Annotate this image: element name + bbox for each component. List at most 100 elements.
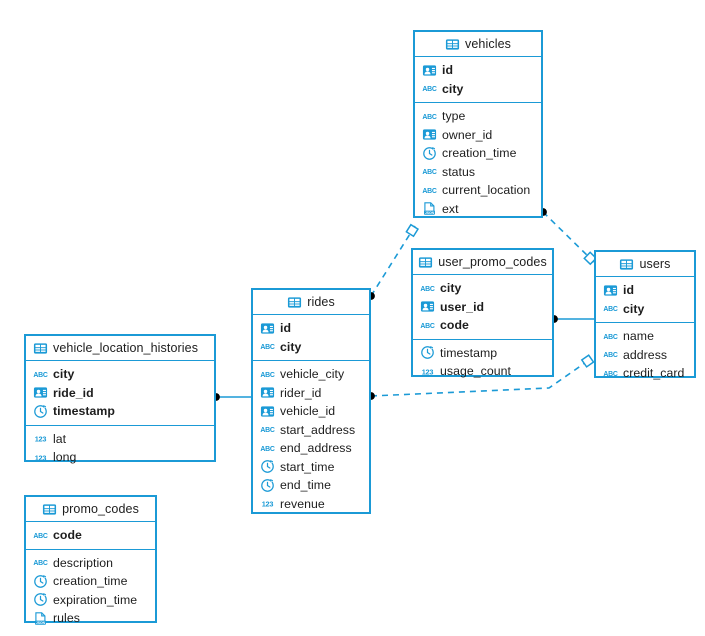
field-label: id — [280, 321, 292, 336]
field-label: city — [442, 81, 464, 96]
123-number-icon: 123 — [35, 453, 47, 462]
field-row-vehicles-current_location[interactable]: ABC current_location — [415, 181, 541, 200]
123-number-icon: 123 — [422, 367, 434, 376]
field-label: type — [442, 109, 466, 124]
field-row-user_promo_codes-user_id[interactable]: user_id — [413, 298, 552, 317]
field-label: user_id — [440, 299, 485, 314]
field-row-rides-rider_id[interactable]: rider_id — [253, 384, 369, 403]
table-grid-icon — [288, 296, 302, 308]
table-header-user_promo_codes[interactable]: user_promo_codes — [413, 250, 552, 275]
field-row-vehicles-type[interactable]: ABC type — [415, 107, 541, 126]
field-row-vehicles-id[interactable]: id — [415, 61, 541, 80]
field-row-vehicle_location_histories-ride_id[interactable]: ride_id — [26, 384, 214, 403]
svg-text:ABC: ABC — [603, 334, 617, 341]
field-label: city — [623, 301, 645, 316]
edge-target-square-marker — [580, 354, 595, 368]
field-row-promo_codes-expiration_time[interactable]: expiration_time — [26, 591, 155, 610]
table-header-vehicle_location_histories[interactable]: vehicle_location_histories — [26, 336, 214, 361]
field-row-rides-end_time[interactable]: end_time — [253, 476, 369, 495]
field-label: id — [442, 63, 454, 78]
field-row-vehicle_location_histories-timestamp[interactable]: timestamp — [26, 402, 214, 421]
relationship-user_promo_codes-to-users[interactable] — [550, 315, 594, 323]
table-header-vehicles[interactable]: vehicles — [415, 32, 541, 57]
abc-string-icon: ABC — [260, 372, 275, 379]
field-row-rides-start_time[interactable]: start_time — [253, 458, 369, 477]
svg-text:ABC: ABC — [603, 306, 617, 313]
table-header-users[interactable]: users — [596, 252, 694, 277]
clock-icon — [34, 404, 47, 418]
field-row-vehicles-city[interactable]: ABC city — [415, 80, 541, 99]
abc-string-icon: ABC — [33, 533, 48, 540]
field-label: start_time — [280, 459, 335, 474]
abc-string-icon: ABC — [33, 560, 48, 567]
table-grid-icon — [419, 256, 433, 268]
svg-text:123: 123 — [422, 367, 434, 376]
abc-string-icon: ABC — [420, 286, 435, 293]
field-row-vehicles-creation_time[interactable]: creation_time — [415, 144, 541, 163]
table-header-promo_codes[interactable]: promo_codes — [26, 497, 155, 522]
field-row-promo_codes-creation_time[interactable]: creation_time — [26, 572, 155, 591]
field-row-rides-id[interactable]: id — [253, 319, 369, 338]
field-row-user_promo_codes-city[interactable]: ABC city — [413, 279, 552, 298]
field-row-users-city[interactable]: ABC city — [596, 300, 694, 319]
id-card-icon — [260, 323, 275, 334]
field-label: ride_id — [53, 385, 94, 400]
abc-string-icon: ABC — [422, 114, 437, 121]
field-label: name — [623, 329, 654, 344]
abc-string-icon: ABC — [603, 306, 618, 313]
field-row-users-name[interactable]: ABC name — [596, 327, 694, 346]
relationship-vehicle_location_histories-to-rides[interactable] — [212, 393, 251, 401]
field-label: timestamp — [440, 345, 498, 360]
svg-text:ABC: ABC — [422, 188, 436, 195]
svg-text:ABC: ABC — [422, 86, 436, 93]
clock-icon — [261, 478, 274, 492]
field-row-users-id[interactable]: id — [596, 281, 694, 300]
field-row-rides-vehicle_id[interactable]: vehicle_id — [253, 402, 369, 421]
field-label: credit_card — [623, 366, 685, 381]
table-header-rides[interactable]: rides — [253, 290, 369, 315]
field-row-vehicles-owner_id[interactable]: owner_id — [415, 126, 541, 145]
field-label: current_location — [442, 183, 531, 198]
table-title-rides: rides — [307, 295, 335, 309]
abc-string-icon: ABC — [260, 446, 275, 453]
field-label: city — [280, 339, 302, 354]
table-grid-icon — [43, 503, 57, 515]
svg-text:ABC: ABC — [260, 372, 274, 379]
svg-text:JSON: JSON — [425, 211, 435, 215]
table-title-vehicle_location_histories: vehicle_location_histories — [53, 341, 199, 355]
field-row-user_promo_codes-timestamp[interactable]: timestamp — [413, 344, 552, 363]
abc-string-icon: ABC — [603, 352, 618, 359]
field-label: city — [53, 367, 75, 382]
table-grid-icon — [445, 38, 460, 50]
field-label: end_time — [280, 478, 331, 493]
field-label: city — [440, 281, 462, 296]
